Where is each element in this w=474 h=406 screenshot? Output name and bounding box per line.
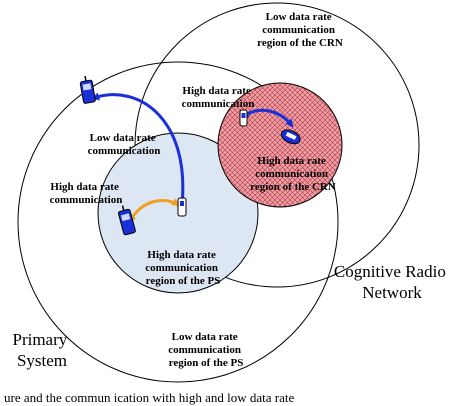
ps-low-region-label-2: communication: [168, 344, 241, 356]
phone-icon: [117, 205, 136, 236]
ps-name-label-2: System: [17, 351, 67, 370]
ps-high-region-label-3: region of the PS: [146, 275, 221, 287]
ps-high-rate-link: [128, 198, 180, 224]
figure-caption-fragment: ure and the commun ication with high and…: [4, 390, 294, 405]
svg-text:Cognitive Radio Network: Cognitive Radio Network: [334, 262, 450, 302]
ps-low-comm-label-2: communication: [88, 145, 161, 157]
crn-name-label-2: Network: [362, 283, 422, 302]
svg-text:High data rate communica: High data rate communication: [182, 85, 255, 110]
crn-high-rate-link: [240, 108, 294, 128]
crn-high-region-label-2: communication: [255, 168, 328, 180]
ps-low-region-label-1: Low data rate: [172, 331, 238, 343]
ps-high-comm-label-1: High data rate: [50, 181, 119, 193]
phone-icon: [239, 109, 248, 127]
svg-text:Low data rate communicat: Low data rate communication region of th…: [168, 331, 243, 369]
crn-low-label-1: Low data rate: [266, 11, 332, 23]
ps-low-rate-region: [17, 61, 339, 383]
ps-high-region-label-2: communication: [145, 262, 218, 274]
crn-name-label-1: Cognitive Radio: [334, 262, 446, 281]
crn-high-region-label-1: High data rate: [257, 155, 326, 167]
svg-text:High data rate communica: High data rate communication: [50, 181, 123, 206]
ps-high-region-label-1: High data rate: [147, 249, 216, 261]
ps-name-label-1: Primary: [12, 330, 67, 349]
ps-low-comm-label-1: Low data rate: [90, 132, 156, 144]
ps-low-region-label-3: region of the PS: [169, 357, 244, 369]
crn-low-label-3: region of the CRN: [257, 37, 343, 49]
crn-high-region-label-3: region of the CRN: [250, 181, 336, 193]
satellite-phone-icon: [280, 129, 301, 145]
svg-text:High data rate communica: High data rate communication region of t…: [250, 155, 336, 193]
svg-text:Primary System: Primary System: [12, 330, 71, 370]
ps-high-comm-label-2: communication: [50, 194, 123, 206]
ps-low-rate-link: [91, 92, 187, 207]
svg-text:Low data rate communicat: Low data rate communication: [88, 132, 161, 157]
phone-icon: [177, 197, 187, 217]
crn-low-label-2: communication: [262, 24, 335, 36]
phone-icon: [79, 75, 96, 104]
svg-text:High data rate communica: High data rate communication region of t…: [145, 249, 220, 287]
crn-high-comm-label-1: High data rate: [182, 85, 251, 97]
crn-high-comm-label-2: communication: [182, 98, 255, 110]
svg-text:Low data rate communicat: Low data rate communication region of th…: [257, 11, 343, 49]
